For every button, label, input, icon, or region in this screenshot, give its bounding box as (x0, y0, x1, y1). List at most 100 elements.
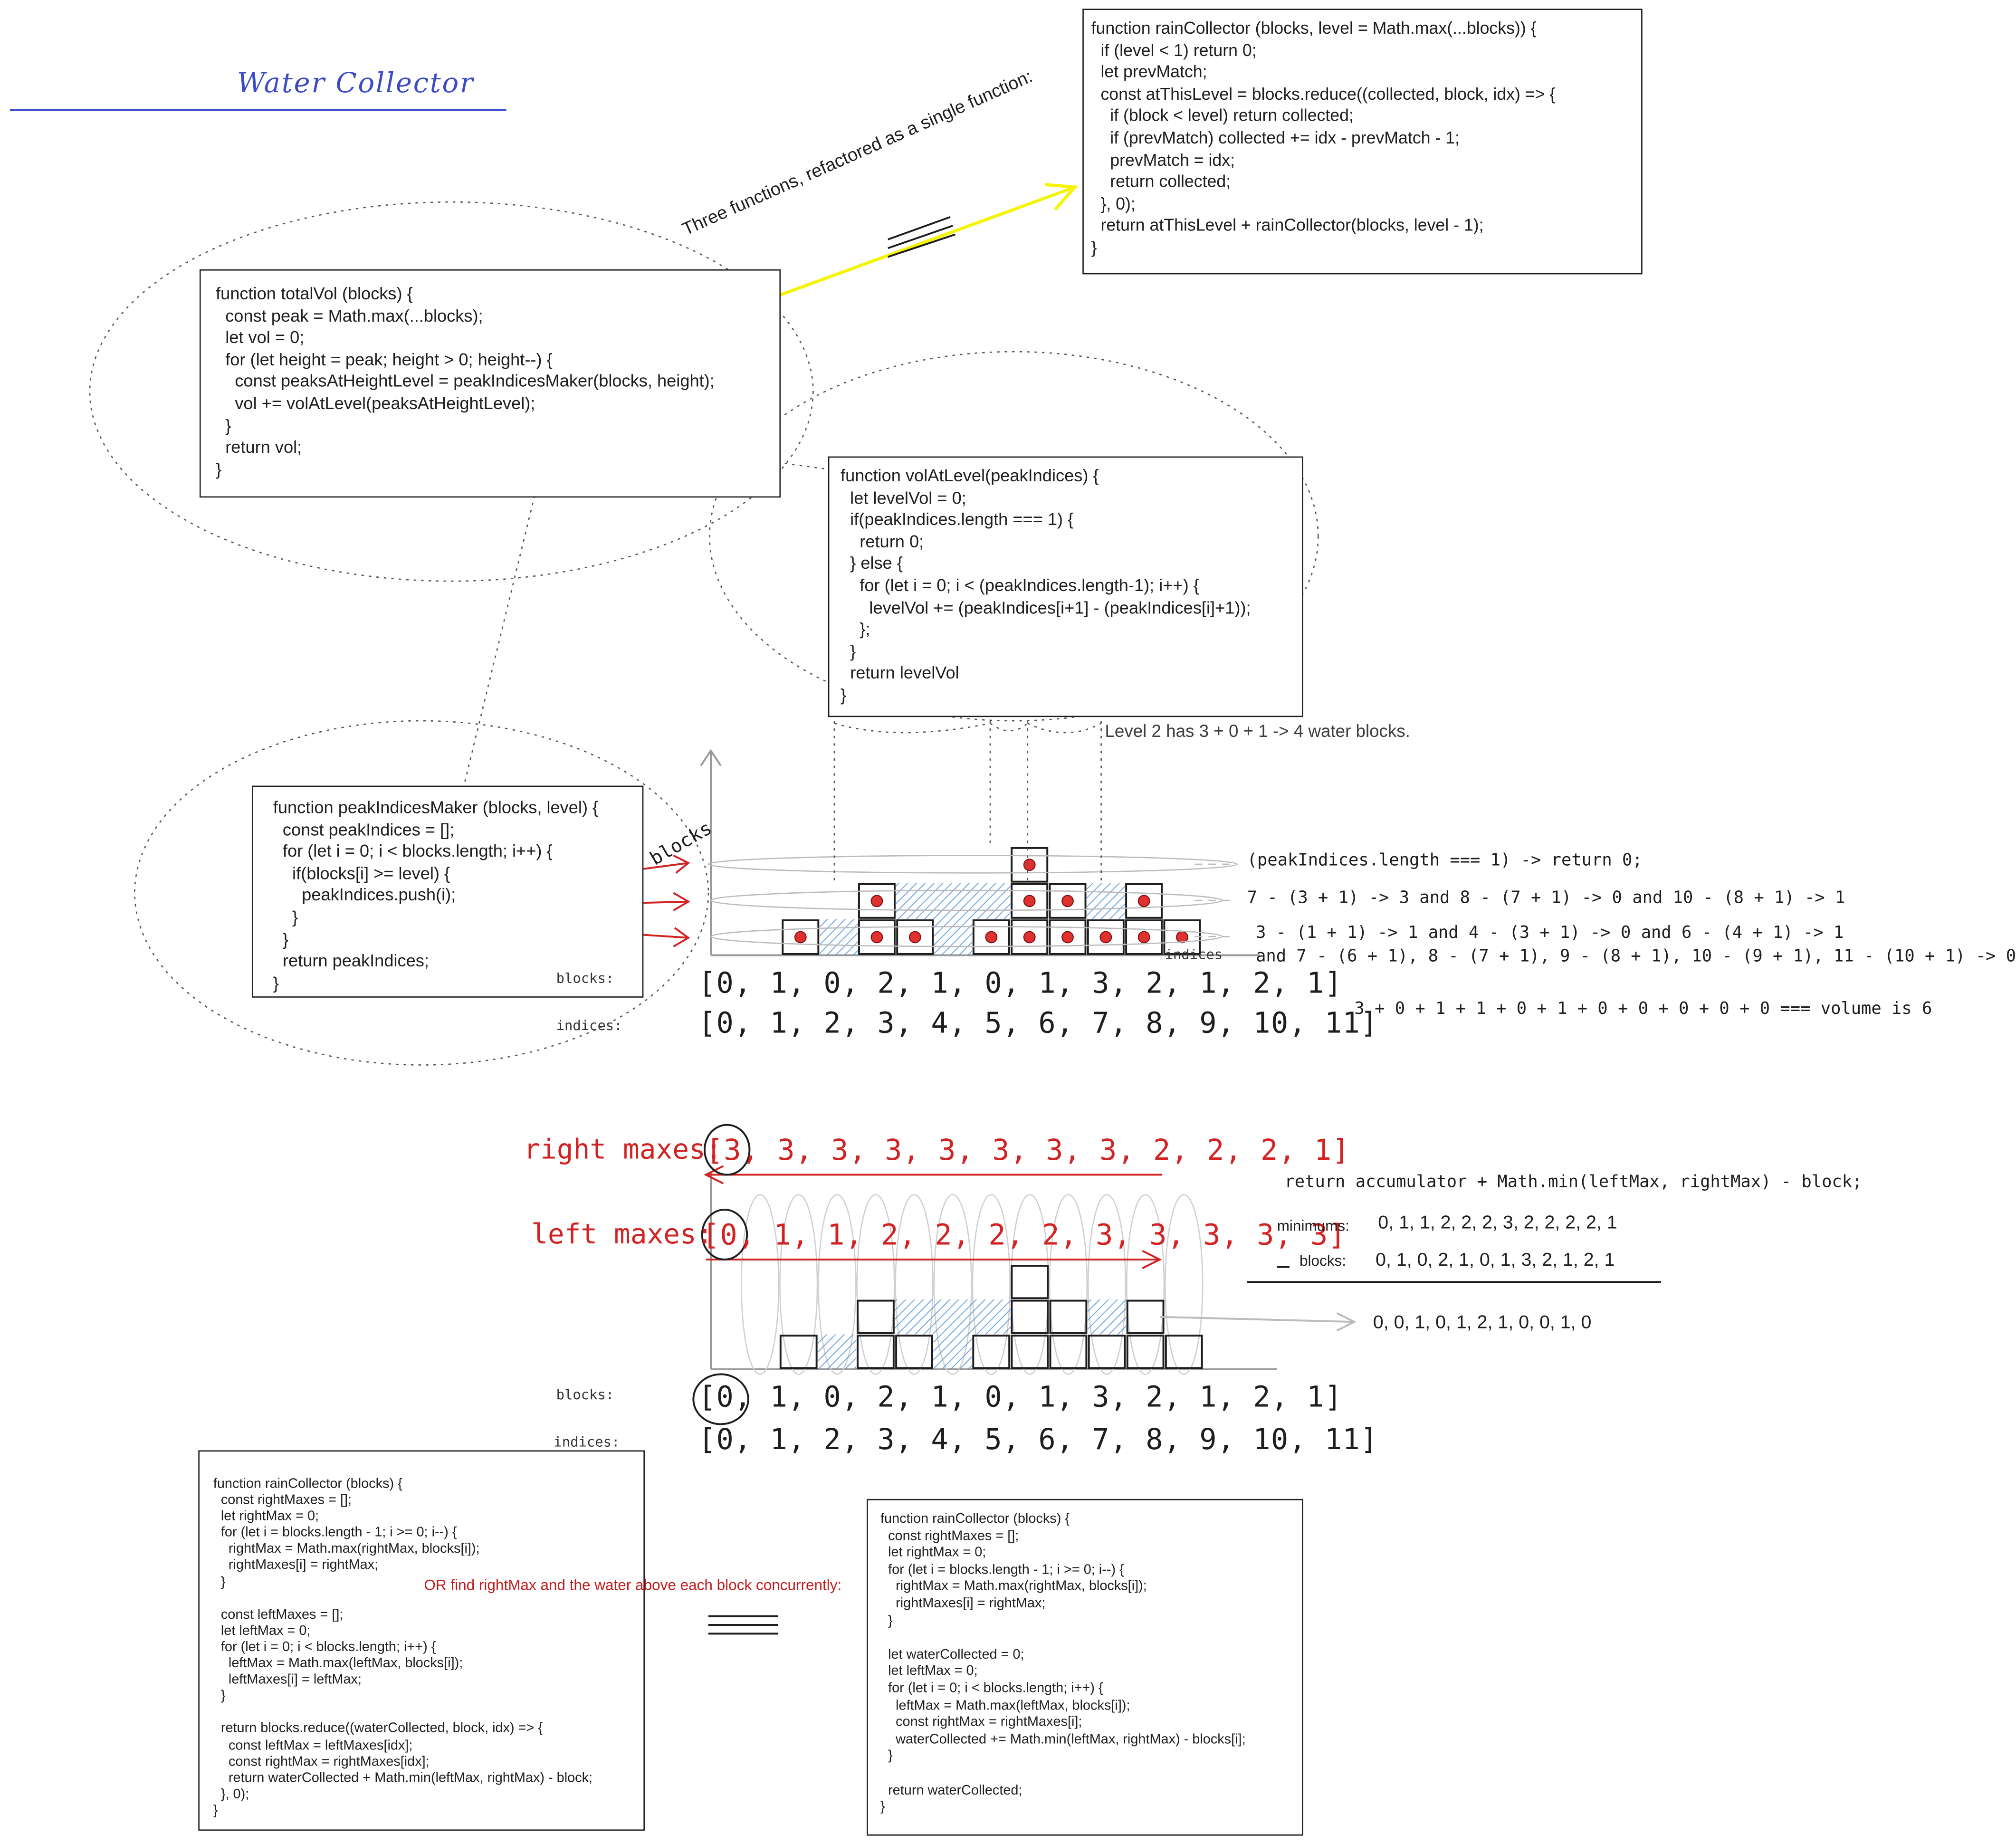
peak-dot (1023, 895, 1036, 907)
water-cell (1087, 883, 1125, 919)
level-guides (707, 855, 1238, 947)
block-cell (1011, 847, 1049, 883)
page-title: Water Collector (237, 68, 475, 100)
peak-dot (870, 931, 883, 944)
column-ellipse (740, 1194, 780, 1375)
water-cell (819, 919, 858, 955)
peak-dot (1023, 931, 1036, 944)
code-rain-collector-concurrent: function rainCollector (blocks) { const … (867, 1499, 1303, 1836)
code-text: function peakIndicesMaker (blocks, level… (273, 798, 599, 993)
upper-chart-axes (700, 749, 1260, 956)
block-cell (857, 1335, 895, 1369)
block-cell (1049, 1299, 1088, 1334)
first-element-circles (692, 1124, 751, 1425)
block-cell (896, 919, 934, 955)
indices-label-lower: indices: (554, 1434, 620, 1451)
x-axis-label: indices (1165, 946, 1223, 963)
block-cell (1011, 883, 1049, 919)
water-cell (934, 883, 973, 919)
code-total-vol: function totalVol (blocks) { const peak … (199, 269, 781, 498)
block-cell (1126, 1299, 1165, 1334)
water-result: 0, 0, 1, 0, 1, 2, 1, 0, 0, 1, 0 (1373, 1312, 1592, 1333)
block-cell (1126, 1335, 1165, 1369)
code-text: function totalVol (blocks) { const peak … (216, 284, 715, 479)
blocks-label-upper: blocks: (556, 970, 614, 987)
water-cell (933, 1299, 972, 1335)
left-maxes-array: [0, 1, 1, 2, 2, 2, 2, 3, 3, 3, 3, 3] (702, 1219, 1347, 1252)
level-two-guides (833, 721, 1102, 883)
block-cell (895, 1335, 933, 1369)
block-cell (1011, 919, 1049, 955)
peak-dot (1099, 931, 1112, 944)
water-cell (933, 1334, 972, 1369)
column-ellipse (972, 1194, 1011, 1375)
block-cell (1125, 883, 1163, 919)
water-cell (972, 1299, 1011, 1335)
right-maxes-label: right maxes: (524, 1135, 722, 1166)
block-cell (1165, 1335, 1203, 1369)
column-ellipse (1087, 1194, 1127, 1375)
code-text: function volAtLevel(peakIndices) { let l… (841, 466, 1251, 705)
left-maxes-label: left maxes: (531, 1219, 713, 1251)
water-cell (895, 1299, 934, 1335)
block-cell (857, 1299, 895, 1334)
peak-dot (1137, 931, 1150, 944)
level-two-calc: 7 - (3 + 1) -> 3 and 8 - (7 + 1) -> 0 an… (1247, 888, 1845, 908)
column-ellipse (1126, 1194, 1165, 1375)
peak-dot (1137, 895, 1150, 907)
dotted-ellipse-peakindices (134, 720, 709, 1066)
column-ellipse (779, 1194, 818, 1375)
equivalence-sign-top (888, 216, 956, 258)
code-text: function rainCollector (blocks) { const … (880, 1511, 1246, 1815)
dotted-ellipse-volatlevel (709, 351, 1319, 722)
block-cell (858, 919, 896, 955)
lower-chart-axes (710, 1172, 1277, 1370)
peak-dot (1023, 859, 1036, 871)
indices-array-lower: [0, 1, 2, 3, 4, 5, 6, 7, 8, 9, 10, 11] (698, 1424, 1378, 1457)
peak-dot (1176, 931, 1188, 944)
water-cell (896, 883, 934, 919)
minimums-label: minimums: (1277, 1217, 1349, 1235)
block-cell (782, 919, 820, 955)
minus-blocks-label: blocks: (1299, 1252, 1346, 1270)
block-cell (1011, 1299, 1049, 1334)
upper-chart (782, 847, 1201, 955)
block-cell (1011, 1335, 1049, 1369)
code-rain-collector-recursive: function rainCollector (blocks, level = … (1082, 9, 1643, 275)
block-cell (1087, 919, 1125, 955)
block-cell (972, 1335, 1011, 1369)
block-cell (1049, 1335, 1088, 1369)
concurrent-note: OR find rightMax and the water above eac… (424, 1576, 842, 1594)
minus-blocks-values: 0, 1, 0, 2, 1, 0, 1, 3, 2, 1, 2, 1 (1376, 1249, 1615, 1271)
block-cell (1125, 919, 1163, 955)
peak-dot (985, 931, 998, 944)
code-text: function rainCollector (blocks) { const … (213, 1476, 593, 1818)
column-ellipse (1165, 1194, 1204, 1375)
indices-label-upper: indices: (556, 1017, 622, 1034)
block-cell (1049, 919, 1087, 955)
code-vol-at-level: function volAtLevel(peakIndices) { let l… (828, 456, 1303, 717)
water-cell (818, 1334, 857, 1369)
block-cell (1049, 883, 1087, 919)
column-ellipse (856, 1194, 895, 1375)
whiteboard-canvas: Water Collector Three functions, refacto… (10, 9, 2016, 1836)
reduce-formula: return accumulator + Math.min(leftMax, r… (1284, 1172, 1863, 1193)
right-maxes-array: [3, 3, 3, 3, 3, 3, 3, 3, 2, 2, 2, 1] (706, 1135, 1350, 1167)
volume-sum: 3 + 0 + 1 + 1 + 0 + 1 + 0 + 0 + 0 + 0 + … (1354, 999, 1932, 1019)
equivalence-sign-bottom (708, 1615, 778, 1635)
result-arrow (1159, 1312, 1357, 1332)
level-three-note: (peakIndices.length === 1) -> return 0; (1247, 850, 1643, 871)
dotted-ellipse-totalvol (89, 201, 814, 582)
block-cell (1011, 1265, 1049, 1299)
code-rain-collector-arrays: function rainCollector (blocks) { const … (198, 1450, 645, 1831)
diagram-svg (10, 109, 1662, 1635)
minimums-values: 0, 1, 1, 2, 2, 2, 3, 2, 2, 2, 2, 1 (1378, 1212, 1617, 1233)
column-ellipse (933, 1194, 972, 1375)
peak-dot (794, 931, 807, 944)
peak-dot (1061, 931, 1074, 944)
blocks-array-lower: [0, 1, 0, 2, 1, 0, 1, 3, 2, 1, 2, 1] (698, 1382, 1343, 1414)
indices-array-upper: [0, 1, 2, 3, 4, 5, 6, 7, 8, 9, 10, 11] (698, 1007, 1378, 1040)
blocks-array-upper: [0, 1, 0, 2, 1, 0, 1, 3, 2, 1, 2, 1] (698, 967, 1343, 1001)
column-ellipse (895, 1194, 934, 1375)
column-ellipses (740, 1194, 1204, 1375)
